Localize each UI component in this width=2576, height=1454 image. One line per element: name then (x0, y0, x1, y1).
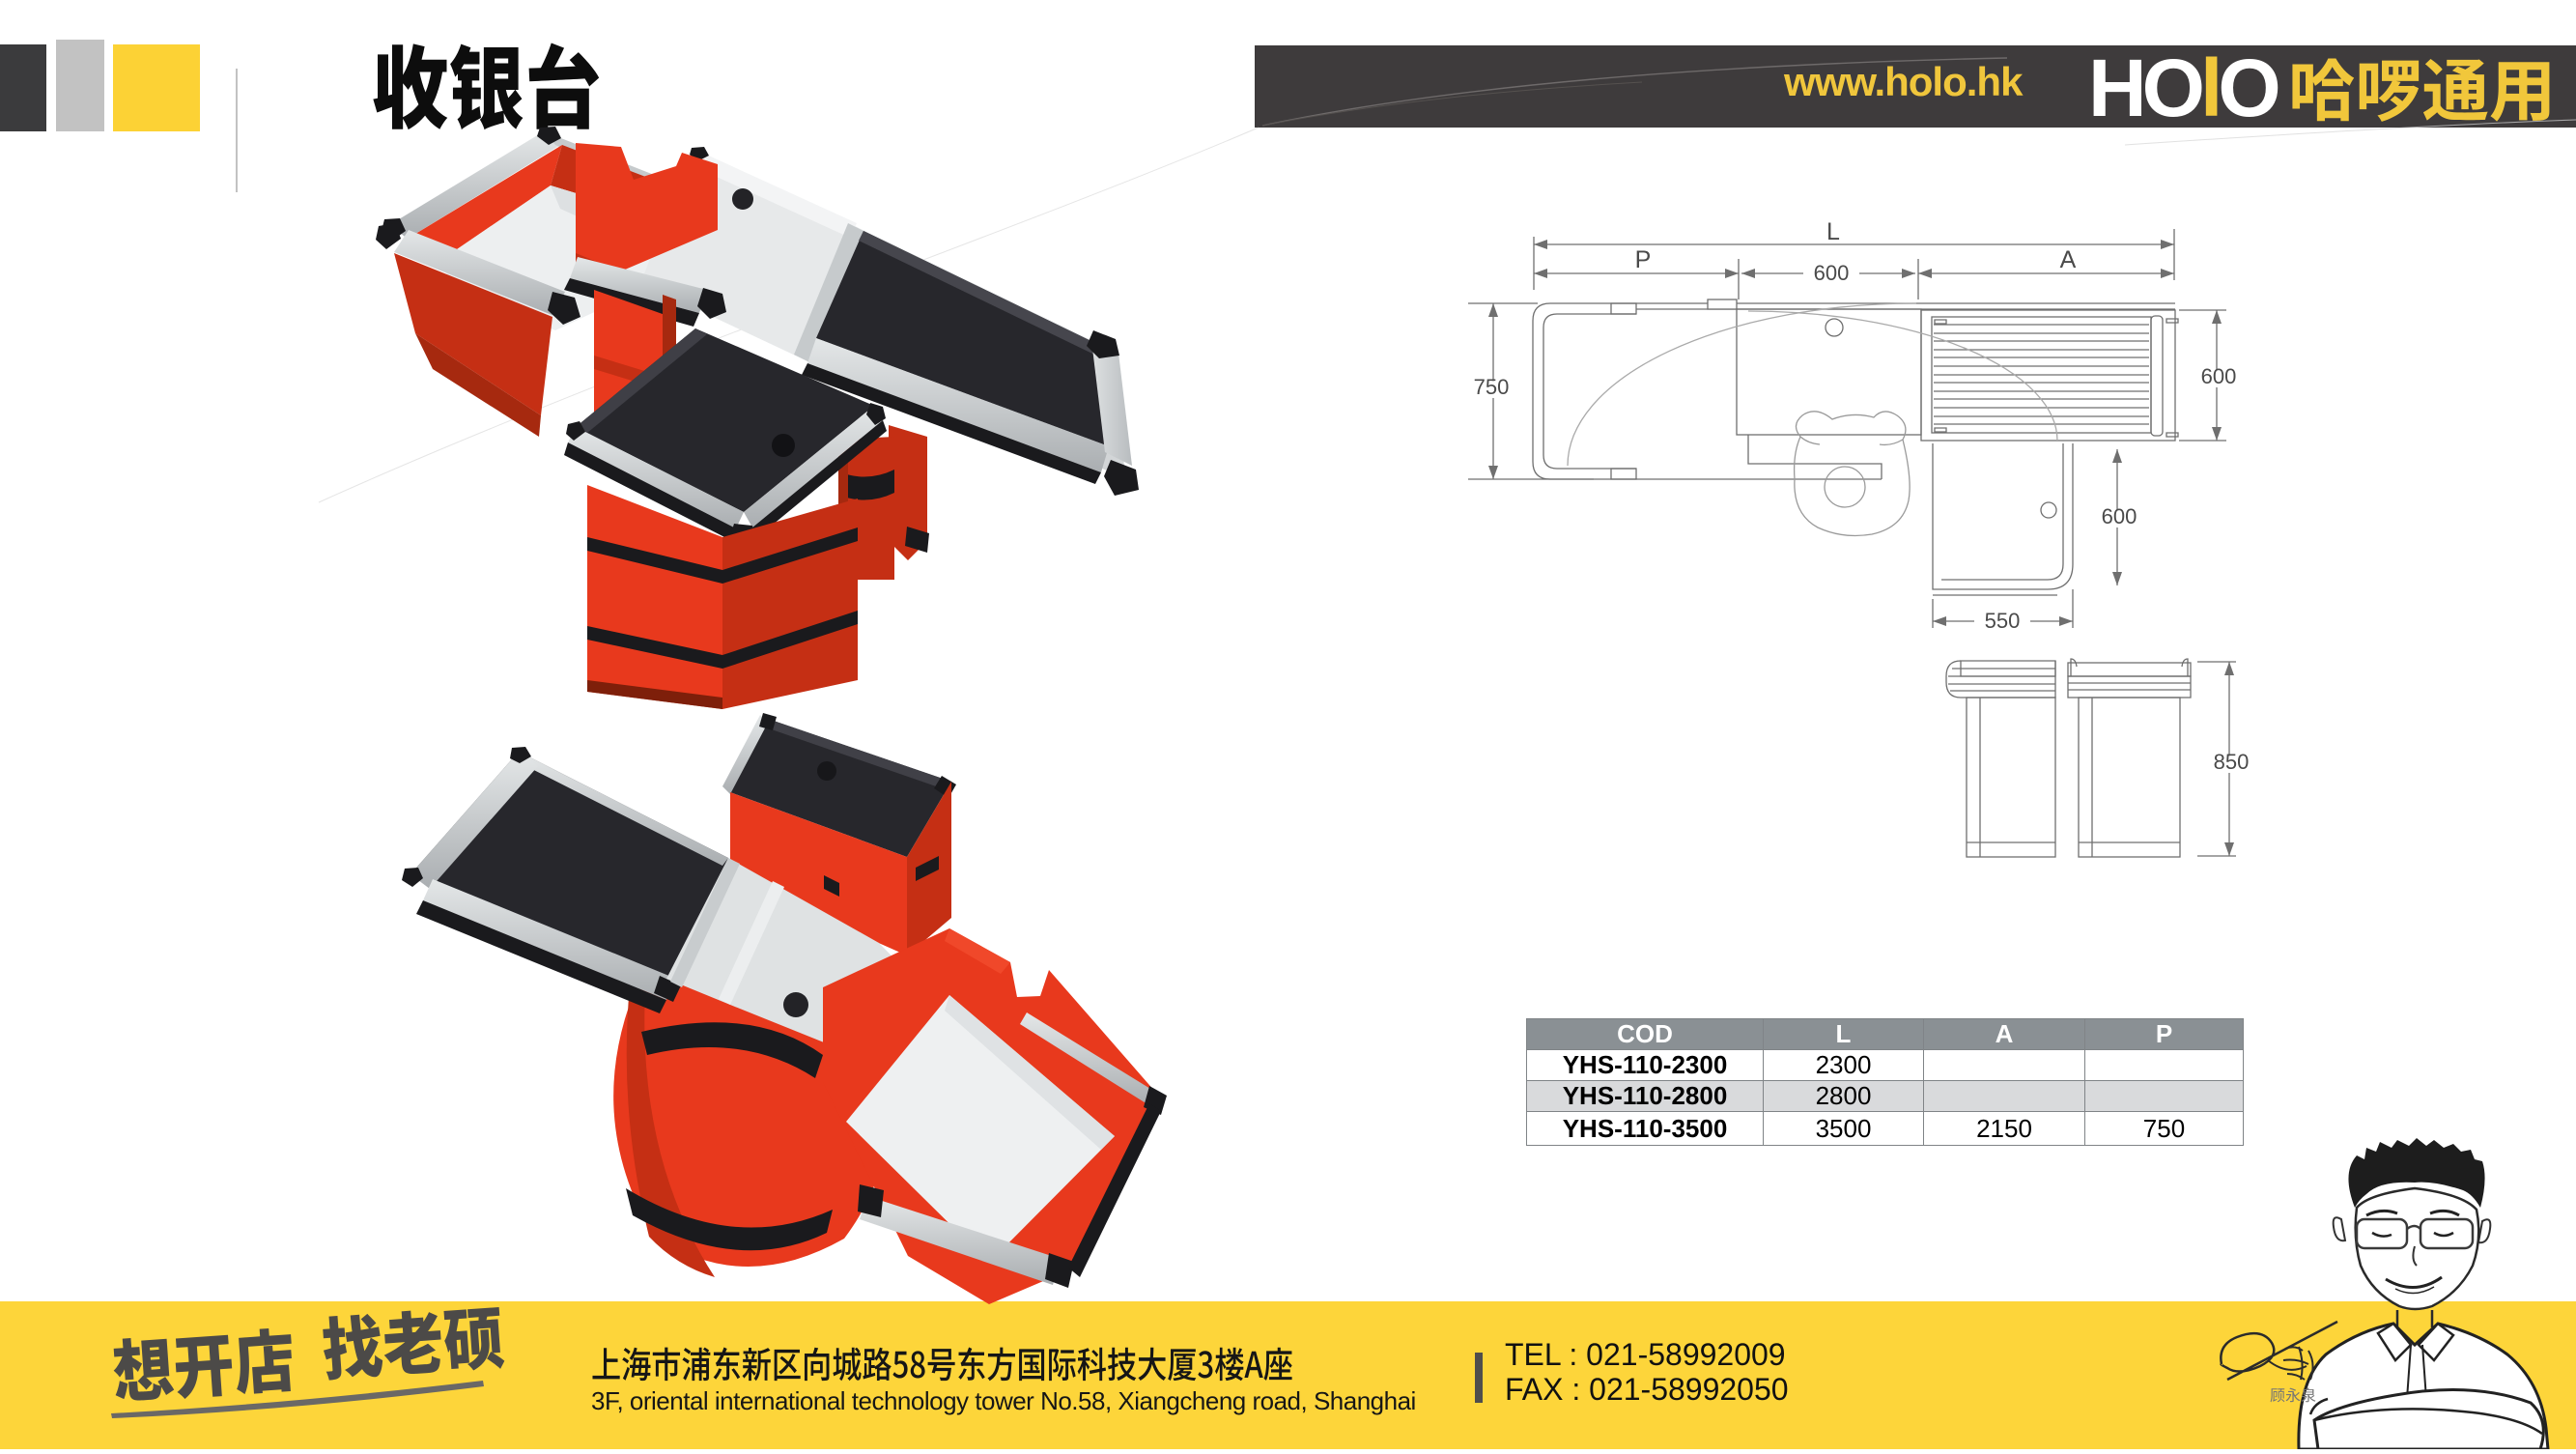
svg-text:750: 750 (1474, 375, 1510, 399)
svg-text:A: A (2060, 246, 2077, 273)
svg-text:P: P (1635, 246, 1652, 273)
svg-text:L: L (1826, 218, 1840, 245)
svg-text:600: 600 (2102, 504, 2137, 528)
svg-text:600: 600 (2201, 364, 2237, 388)
svg-text:850: 850 (2214, 750, 2250, 774)
svg-text:600: 600 (1814, 261, 1850, 285)
svg-text:550: 550 (1985, 609, 2021, 633)
